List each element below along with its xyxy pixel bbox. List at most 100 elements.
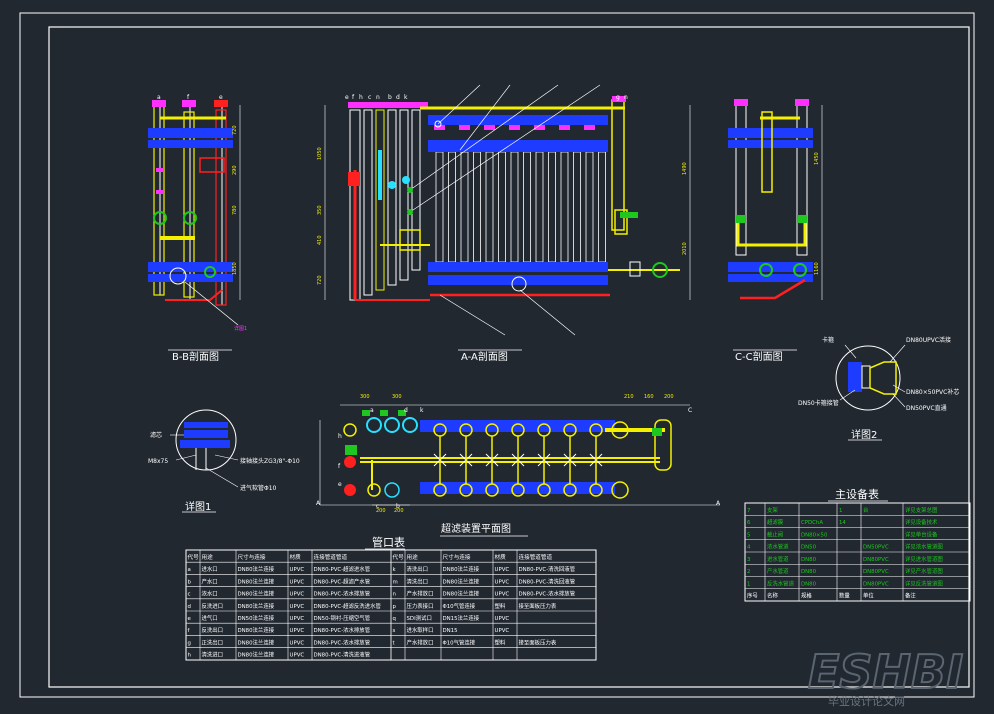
nozzle-cell: UPVC [290,604,305,610]
equipment-cell: 名称 [767,592,778,600]
svg-text:1160: 1160 [814,262,820,275]
nozzle-cell: 进气口 [202,614,218,622]
nozzle-cell: 清洗出口 [407,577,429,585]
svg-text:1490: 1490 [682,162,688,175]
membrane-column [485,151,494,263]
membrane-cap [459,122,470,130]
membrane-column [560,151,569,263]
nozzle-cell: DN80-PVC-浓水排放管 [519,590,576,598]
nozzle-cell: 压力表接口 [407,602,434,610]
plan-tag-c: c [376,503,379,510]
nozzle-cell: UPVC [290,579,305,585]
svg-text:780: 780 [232,205,238,215]
equipment-cell: 详见支架总图 [905,506,937,514]
membrane-column [460,151,469,263]
nozzle-cell: 产水排放口 [407,638,434,646]
nozzle-cell: m [393,579,398,585]
nozzle-cell: 反洗出口 [202,626,224,634]
nozzle-cell: c [188,592,191,598]
equipment-cell: 序号 [747,592,758,600]
equipment-table-title: 主设备表 [835,487,879,501]
aa-tag-n: n [624,94,628,101]
aa-tag-e: e [345,94,349,101]
membrane-column [535,151,544,263]
plan-tag-e: e [338,481,342,488]
membrane-cap [484,122,495,130]
equipment-cell: 浓水管道 [767,543,789,551]
nozzle-cell: DN80-PVC-浓水排放管 [314,638,371,646]
detail1-note-3: 接轴接头ZG3/8"-Φ10 [240,457,300,465]
nozzle-cell: DN80法兰连接 [238,602,275,610]
plan-tag-a: a [370,407,374,414]
equipment-cell: 详见进水管道图 [905,555,943,563]
nozzle-cell: 接至面板压力表 [519,602,557,610]
bb-section-label: B-B剖面图 [172,350,219,363]
equipment-cell: 4 [747,545,751,551]
equipment-cell: 2 [747,569,750,575]
equipment-cell: 详见设备技术 [905,518,938,526]
detail2-note-3: DN80×50PVC补芯 [906,388,959,396]
plan-valve-row [433,423,603,497]
detail1-note-1: 滤芯 [150,431,162,439]
equipment-cell: DN80PVC [863,557,889,563]
nozzle-cell: f [188,628,190,634]
nozzle-cell: UPVC [290,653,305,659]
equipment-cell: 超滤膜 [767,518,784,526]
aa-tag-h: h [359,94,363,101]
nozzle-cell: SDI测试口 [407,614,432,622]
equipment-cell: DN80×50 [801,532,828,538]
membrane-cap [534,122,545,130]
svg-text:1450: 1450 [814,152,820,165]
nozzle-cell: DN80-PVC-超滤产水管 [314,577,371,585]
nozzle-cell: DN50法兰连接 [238,614,275,622]
nozzle-cell: DN50-钢衬-压缩空气管 [314,614,371,622]
watermark: ESHBI 毕业设计论文网 [807,644,964,708]
nozzle-cell: 塑料 [495,602,506,610]
equipment-cell: 14 [839,520,846,526]
nozzle-cell: DN80法兰连接 [238,590,275,598]
nozzle-cell: h [188,653,191,659]
svg-text:720: 720 [317,275,323,285]
nozzle-cell: DN80法兰连接 [238,577,275,585]
plan-tag-k: k [420,407,424,414]
nozzle-cell: DN80法兰连接 [443,565,480,573]
nozzle-header: 代号 [188,553,200,561]
detail1-note-4: 进气软管Φ10 [240,484,277,492]
nozzle-cell: 清洗进口 [202,651,224,659]
equipment-cell: 截止阀 [767,530,783,538]
svg-text:A: A [716,500,721,507]
nozzle-header: 尺寸与连接 [238,553,266,561]
nozzle-header: 尺寸与连接 [443,553,471,561]
equipment-cell: 支架 [767,506,778,514]
cc-section-view: 1450 1160 C-C剖面图 [728,99,823,363]
nozzle-header: 材质 [290,553,302,561]
detail2-note-5: DN50PVC直通 [906,404,947,412]
bb-tag-e: e [219,94,223,101]
equipment-cell: DN80PVC [863,581,889,587]
nozzle-cell: UPVC [495,592,510,598]
nozzle-cell: UPVC [290,628,305,634]
membrane-column [523,151,531,263]
equipment-cell: 1 [747,581,750,587]
nozzle-cell: UPVC [290,640,305,646]
nozzle-cell: 清洗出口 [407,565,429,573]
nozzle-cell: UPVC [495,616,510,622]
svg-text:350: 350 [317,205,323,215]
plan-tag-f: f [338,463,341,470]
svg-text:410: 410 [317,235,323,245]
equipment-cell: 详见单台设备 [905,530,938,538]
nozzle-cell: 产水排放口 [407,590,434,598]
detail1-view: 滤芯 M8x75 接轴接头ZG3/8"-Φ10 进气软管Φ10 详图1 [148,409,300,513]
aa-tag-d: d [396,94,400,101]
equipment-cell: 台 [863,506,868,514]
nozzle-cell: Φ10气管连接 [443,602,476,610]
nozzle-header: 连接管道管道 [519,553,553,561]
nozzle-cell: 浓水口 [202,590,218,598]
equipment-cell: DN80 [801,581,817,587]
nozzle-cell: Φ10气管连接 [443,638,476,646]
equipment-cell: 7 [747,508,750,514]
svg-text:200: 200 [394,508,404,514]
nozzle-cell: DN15法兰连接 [443,614,480,622]
nozzle-cell: DN80法兰连接 [238,638,275,646]
